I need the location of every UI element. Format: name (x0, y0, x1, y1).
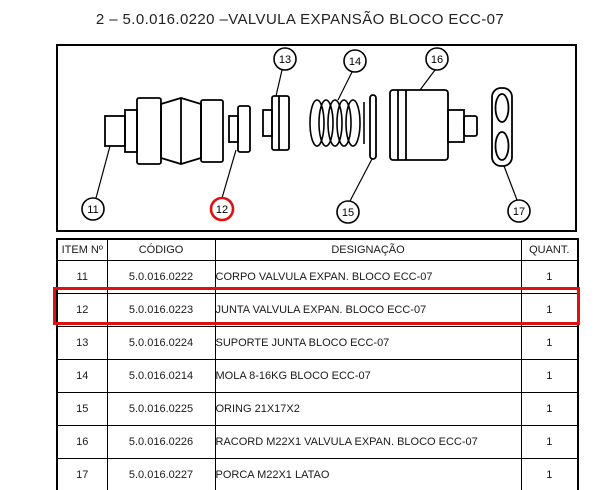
cell-item: 11 (56, 260, 108, 294)
cell-item: 12 (56, 293, 108, 327)
exploded-view-frame: 11 12 13 14 15 16 (56, 44, 577, 232)
table-row: 12 5.0.016.0223 JUNTA VALVULA EXPAN. BLO… (56, 293, 579, 327)
cell-quant: 1 (520, 392, 579, 426)
cell-quant: 1 (520, 260, 579, 294)
balloon-16-label: 16 (431, 54, 443, 66)
leader-line-16 (419, 69, 436, 91)
parts-table-wrap: ITEM Nº CÓDIGO DESIGNAÇÃO QUANT. 11 5.0.… (56, 238, 579, 490)
table-row: 14 5.0.016.0214 MOLA 8-16KG BLOCO ECC-07… (56, 359, 579, 393)
part-junta (228, 105, 251, 153)
balloon-12: 12 (209, 196, 235, 222)
balloon-15-label: 15 (342, 207, 354, 219)
leader-line-15 (349, 158, 373, 202)
cell-codigo: 5.0.016.0214 (106, 359, 216, 393)
part-racord (389, 89, 478, 161)
part-oring (369, 94, 377, 160)
balloon-17: 17 (507, 199, 531, 223)
leader-line-13 (275, 69, 283, 97)
cell-item: 15 (56, 392, 108, 426)
cell-codigo: 5.0.016.0225 (106, 392, 216, 426)
cell-designacao: MOLA 8-16KG BLOCO ECC-07 (214, 359, 522, 393)
part-mola-spring (309, 99, 365, 147)
header-codigo: CÓDIGO (106, 238, 216, 261)
cell-item: 17 (56, 458, 108, 490)
part-porca (491, 87, 513, 167)
balloon-14-label: 14 (349, 56, 361, 68)
cell-item: 13 (56, 326, 108, 360)
cell-codigo: 5.0.016.0224 (106, 326, 216, 360)
header-designacao: DESIGNAÇÃO (214, 238, 522, 261)
balloon-15: 15 (336, 200, 360, 224)
header-quant: QUANT. (520, 238, 579, 261)
table-row: 13 5.0.016.0224 SUPORTE JUNTA BLOCO ECC-… (56, 326, 579, 360)
part-corpo-valvula (104, 97, 224, 165)
parts-table: ITEM Nº CÓDIGO DESIGNAÇÃO QUANT. 11 5.0.… (56, 238, 579, 490)
cell-quant: 1 (520, 425, 579, 459)
page-title: 2 – 5.0.016.0220 –VALVULA EXPANSÃO BLOCO… (95, 11, 505, 28)
table-row: 15 5.0.016.0225 ORING 21X17X2 1 (56, 392, 579, 426)
table-row: 11 5.0.016.0222 CORPO VALVULA EXPAN. BLO… (56, 260, 579, 294)
cell-codigo: 5.0.016.0227 (106, 458, 216, 490)
cell-designacao: JUNTA VALVULA EXPAN. BLOCO ECC-07 (214, 293, 522, 327)
cell-designacao: PORCA M22X1 LATAO (214, 458, 522, 490)
balloon-13-label: 13 (279, 54, 291, 66)
cell-quant: 1 (520, 293, 579, 327)
balloon-13: 13 (273, 47, 297, 71)
header-item: ITEM Nº (56, 238, 108, 261)
leader-line-11 (95, 145, 111, 199)
balloon-14: 14 (343, 49, 367, 73)
leader-lines (95, 69, 518, 202)
cell-codigo: 5.0.016.0223 (106, 293, 216, 327)
table-row: 16 5.0.016.0226 RACORD M22X1 VALVULA EXP… (56, 425, 579, 459)
balloon-17-label: 17 (513, 206, 525, 218)
cell-designacao: CORPO VALVULA EXPAN. BLOCO ECC-07 (214, 260, 522, 294)
exploded-view-svg: 11 12 13 14 15 16 (81, 47, 531, 224)
balloon-16: 16 (425, 47, 449, 71)
cell-codigo: 5.0.016.0226 (106, 425, 216, 459)
table-row: 17 5.0.016.0227 PORCA M22X1 LATAO 1 (56, 458, 579, 490)
leader-line-12 (221, 149, 237, 199)
balloon-11: 11 (81, 197, 105, 221)
part-suporte-junta (262, 95, 290, 151)
leader-line-14 (337, 71, 353, 101)
cell-quant: 1 (520, 458, 579, 490)
cell-item: 16 (56, 425, 108, 459)
balloon-12-label: 12 (216, 204, 228, 216)
cell-quant: 1 (520, 359, 579, 393)
cell-designacao: RACORD M22X1 VALVULA EXPAN. BLOCO ECC-07 (214, 425, 522, 459)
balloon-11-label: 11 (87, 204, 98, 216)
cell-designacao: ORING 21X17X2 (214, 392, 522, 426)
cell-item: 14 (56, 359, 108, 393)
table-header-row: ITEM Nº CÓDIGO DESIGNAÇÃO QUANT. (56, 238, 579, 261)
cell-quant: 1 (520, 326, 579, 360)
leader-line-17 (503, 165, 518, 201)
cell-codigo: 5.0.016.0222 (106, 260, 216, 294)
cell-designacao: SUPORTE JUNTA BLOCO ECC-07 (214, 326, 522, 360)
